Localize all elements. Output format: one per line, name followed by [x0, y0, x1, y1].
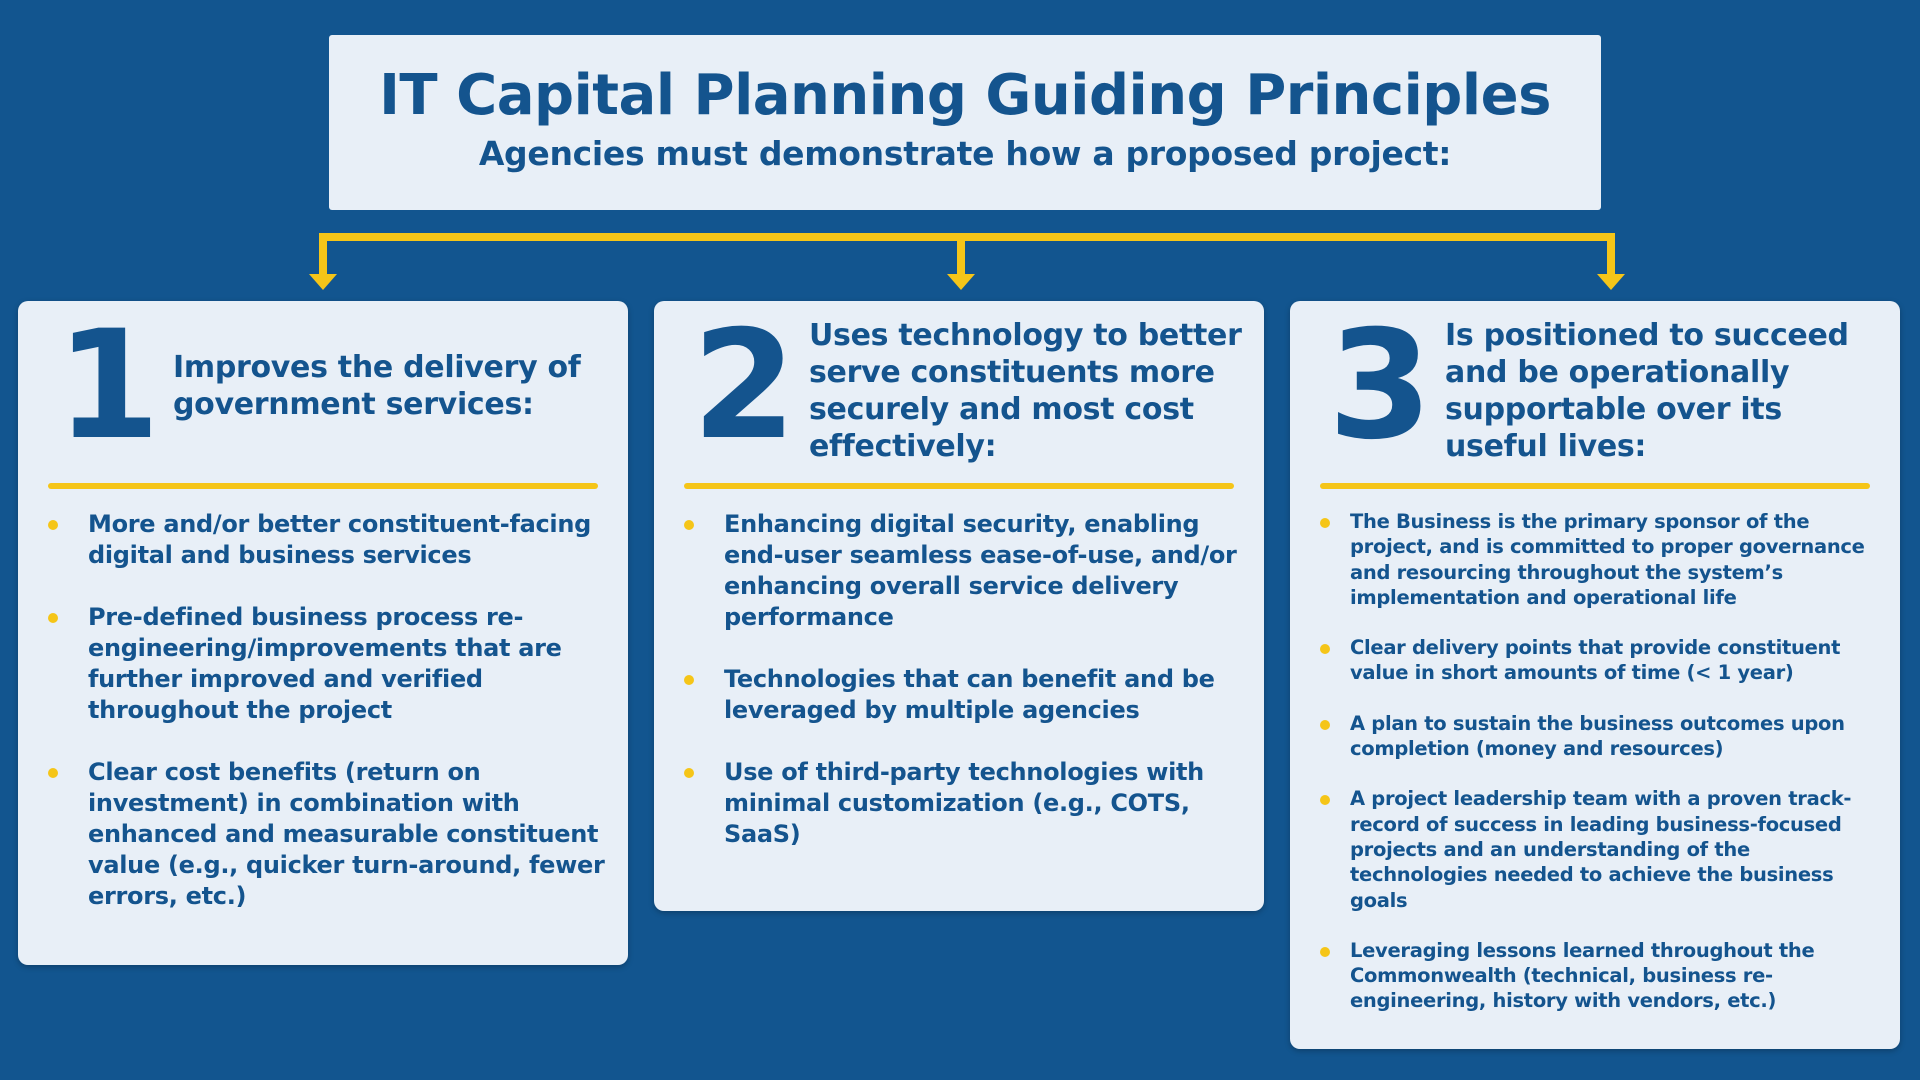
bullet-icon [684, 520, 694, 530]
divider [684, 483, 1234, 489]
page-subtitle: Agencies must demonstrate how a proposed… [478, 134, 1452, 173]
bullet-icon [684, 675, 694, 685]
list-item: Pre-defined business process re-engineer… [48, 602, 608, 726]
list-item: A project leadership team with a proven … [1320, 786, 1880, 912]
list-item: Leveraging lessons learned throughout th… [1320, 938, 1880, 1014]
principle-heading: Improves the delivery of government serv… [173, 350, 581, 422]
bullet-icon [1320, 518, 1330, 528]
arrow-down-icon [1597, 274, 1625, 290]
list-item: Clear cost benefits (return on investmen… [48, 757, 608, 912]
page-title: IT Capital Planning Guiding Principles [379, 63, 1551, 128]
bullet-icon [1320, 719, 1330, 730]
list-item: Clear delivery points that provide const… [1320, 635, 1880, 686]
bullet-list: More and/or better constituent-facing di… [18, 509, 608, 943]
list-item: Use of third-party technologies with min… [684, 757, 1244, 850]
principle-card-3: 3 Is positioned to succeed and be operat… [1290, 301, 1900, 1049]
principle-heading: Uses technology to better serve constitu… [809, 318, 1242, 464]
principle-number: 1 [56, 299, 161, 473]
divider [48, 483, 598, 489]
divider [1320, 483, 1870, 489]
list-item: Technologies that can benefit and be lev… [684, 664, 1244, 726]
principle-heading: Is positioned to succeed and be operatio… [1445, 318, 1849, 464]
bullet-list: The Business is the primary sponsor of t… [1290, 509, 1880, 1039]
bullet-icon [48, 520, 58, 530]
principle-number: 2 [692, 299, 797, 473]
bullet-icon [48, 768, 58, 778]
list-item: The Business is the primary sponsor of t… [1320, 509, 1880, 610]
arrow-down-icon [309, 274, 337, 290]
principle-card-1: 1 Improves the delivery of government se… [18, 301, 628, 965]
principle-number: 3 [1328, 299, 1433, 473]
connector-line [319, 233, 1615, 276]
bullet-icon [1320, 946, 1330, 957]
connector-arrows [309, 233, 1625, 290]
list-item: Enhancing digital security, enabling end… [684, 509, 1244, 633]
title-box: IT Capital Planning Guiding Principles A… [329, 35, 1601, 210]
bullet-list: Enhancing digital security, enabling end… [654, 509, 1244, 881]
list-item: A plan to sustain the business outcomes … [1320, 711, 1880, 762]
bullet-icon [48, 613, 58, 623]
bullet-icon [1320, 795, 1330, 806]
bullet-icon [1320, 644, 1330, 655]
bullet-icon [684, 768, 694, 778]
principle-card-2: 2 Uses technology to better serve consti… [654, 301, 1264, 911]
list-item: More and/or better constituent-facing di… [48, 509, 608, 571]
arrow-down-icon [947, 274, 975, 290]
